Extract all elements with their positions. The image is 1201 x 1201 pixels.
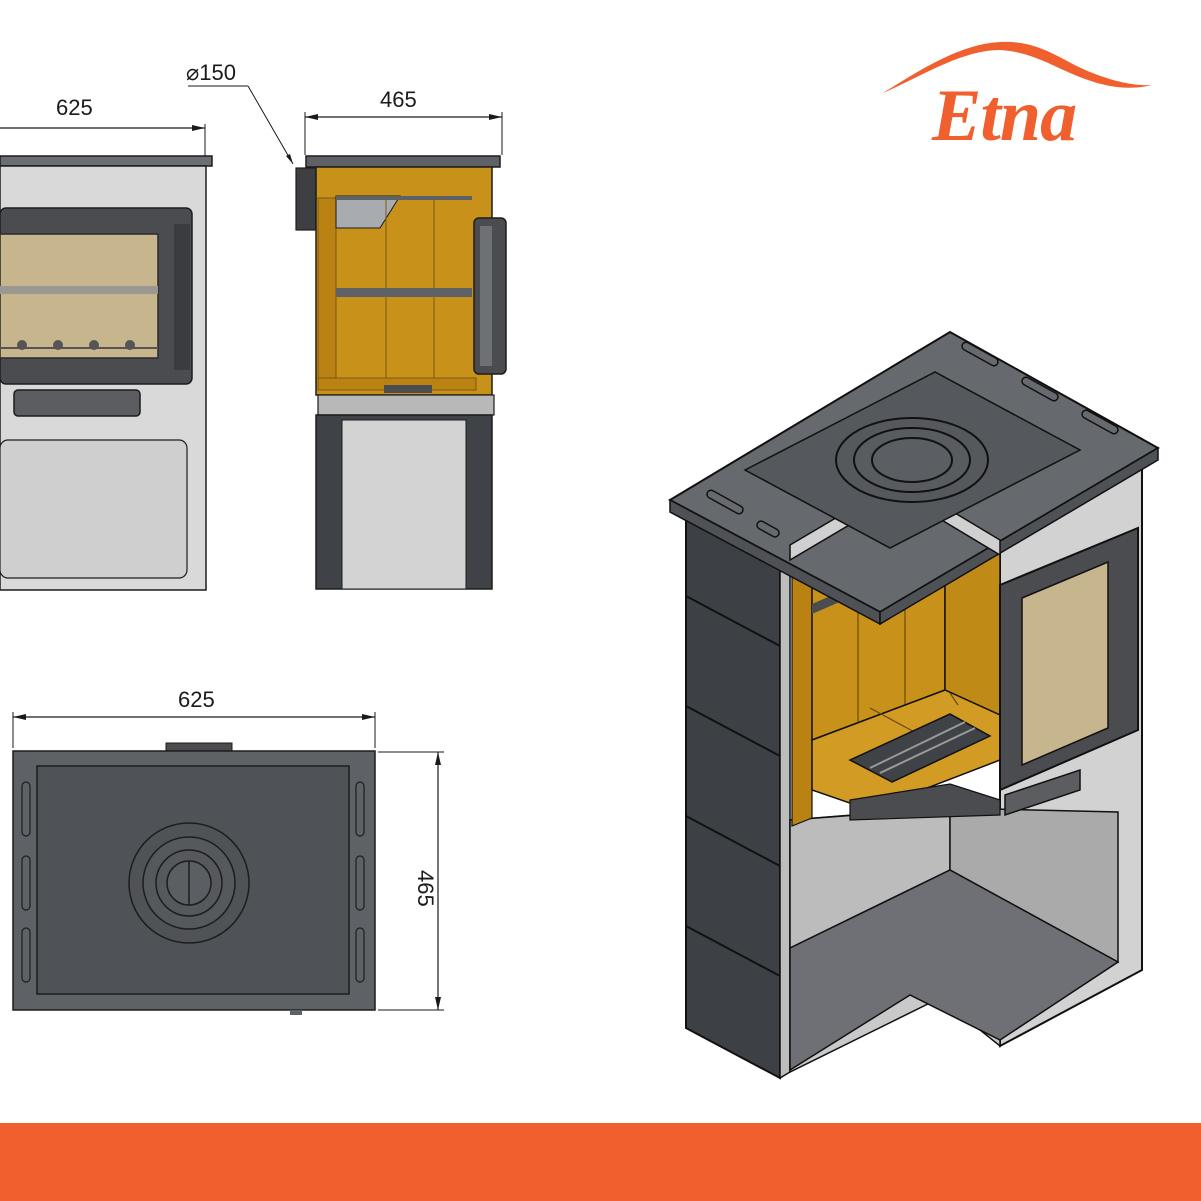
front-view-drawing [0, 124, 213, 591]
isometric-drawing [667, 330, 1161, 1080]
top-width-label: 625 [178, 687, 215, 712]
side-section-view: ⌀150 465 [180, 55, 520, 600]
front-view: 625 [0, 0, 280, 600]
side-depth-label: 465 [380, 87, 417, 112]
top-depth-label: 465 [413, 870, 438, 907]
brand-logo [870, 30, 1170, 170]
logo-swoosh [883, 41, 1152, 93]
top-view: 625 465 [0, 680, 490, 1020]
top-view-drawing [12, 712, 444, 1015]
side-section-drawing [188, 85, 507, 590]
flue-diameter-label: ⌀150 [186, 60, 236, 85]
front-width-label: 625 [56, 95, 93, 120]
footer-accent-bar [0, 1123, 1201, 1201]
brand-name: Etna [932, 75, 1077, 157]
isometric-cutaway-view [660, 325, 1170, 1085]
